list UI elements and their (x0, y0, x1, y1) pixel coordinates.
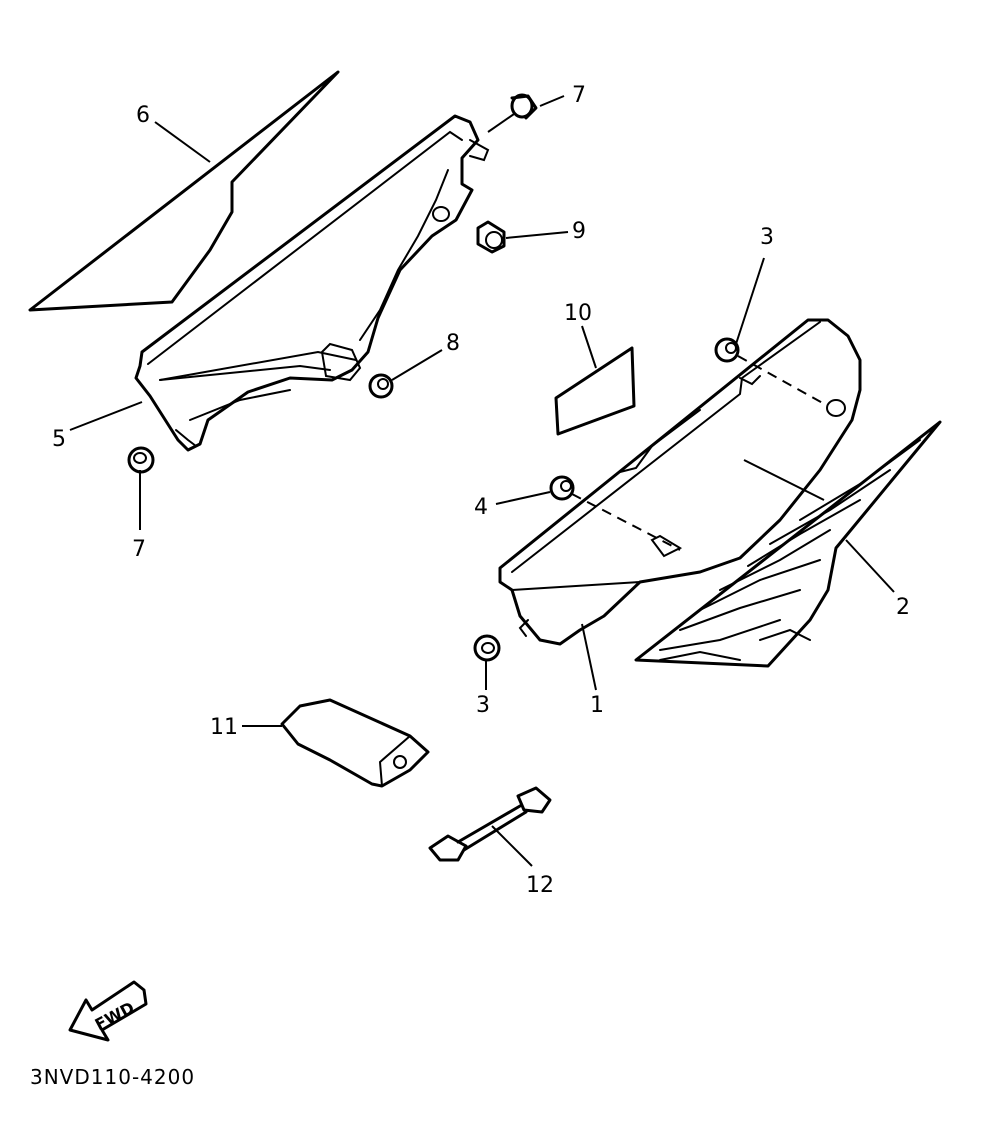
part-7-grommet-top (510, 93, 538, 120)
part-8-grommet (368, 373, 394, 399)
part-4-grommet (549, 475, 575, 501)
part-10-label-plate (554, 346, 636, 436)
leader-lines (69, 95, 895, 867)
callout-6: 6 (136, 103, 150, 128)
fwd-arrow-icon: FWD (68, 980, 148, 1042)
callout-5: 5 (52, 427, 66, 452)
callout-3-bottom: 3 (476, 693, 490, 718)
callout-10: 10 (564, 301, 592, 326)
guide-line-grommet-4 (571, 493, 681, 551)
callout-9: 9 (572, 219, 586, 244)
part-6-left-decal (28, 70, 340, 312)
callout-12: 12 (526, 873, 554, 898)
part-5-left-side-cover (134, 114, 490, 452)
part-11-pouch (280, 698, 430, 788)
guide-arrow (650, 534, 683, 558)
part-2-right-decal (634, 420, 942, 668)
part-12-strap (428, 786, 552, 862)
callout-2: 2 (896, 595, 910, 620)
guide-line-grommet-3 (737, 355, 829, 407)
callout-8: 8 (446, 331, 460, 356)
callout-7-bottom: 7 (132, 537, 146, 562)
part-1-right-side-cover (498, 318, 862, 646)
part-9-collar (476, 220, 506, 254)
part-3-grommet-right (714, 337, 740, 363)
diagram-code: 3NVD110-4200 (30, 1065, 195, 1089)
callout-1: 1 (590, 693, 604, 718)
part-3-grommet-bottom (473, 634, 501, 662)
part-7-grommet-bottom (127, 446, 155, 474)
callout-7-top: 7 (572, 83, 586, 108)
callout-11: 11 (210, 715, 238, 740)
callout-3-right: 3 (760, 225, 774, 250)
callout-4: 4 (474, 495, 488, 520)
